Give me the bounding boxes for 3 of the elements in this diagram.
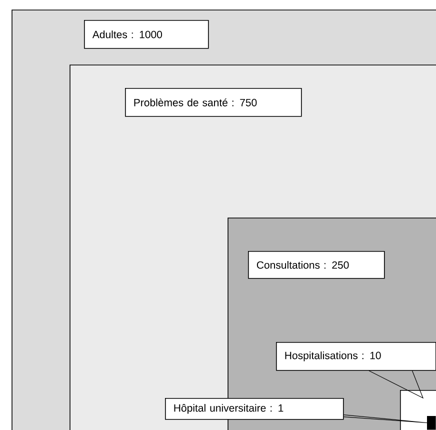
callout-box: Hôpital universitaire : 1 [165, 398, 344, 420]
callout-pointer [368, 370, 424, 399]
filled-square [427, 416, 436, 430]
